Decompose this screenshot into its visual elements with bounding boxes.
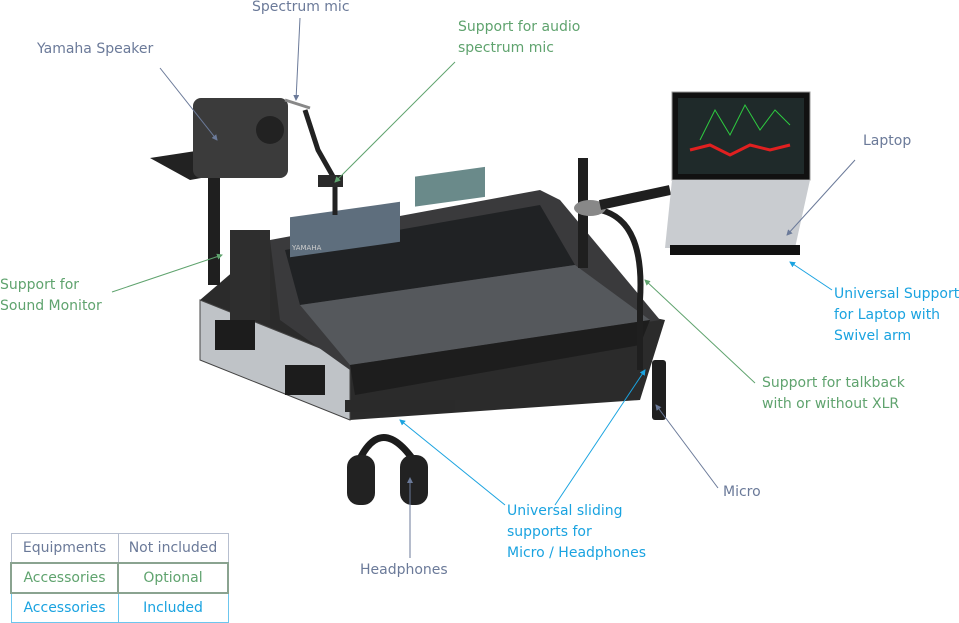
legend-status: Not included <box>117 533 229 564</box>
label-line: for Laptop with <box>834 307 941 323</box>
label-line: spectrum mic <box>458 40 554 56</box>
spectrum-mic-arm <box>284 98 343 215</box>
label-micro: Micro <box>723 484 761 500</box>
label-line: Support for audio <box>458 19 581 35</box>
console-brand: YAMAHA <box>291 244 322 252</box>
leader-line <box>789 261 833 291</box>
label-line: Swivel arm <box>834 328 912 344</box>
label-laptop: Laptop <box>863 133 912 149</box>
talkback-mic-arm <box>574 158 672 370</box>
legend-row: Accessories Included <box>10 592 229 623</box>
leader-line <box>655 404 719 489</box>
headphones <box>345 400 455 505</box>
label-line: with or without XLR <box>762 396 900 412</box>
leader-line <box>786 159 856 236</box>
label-line: Micro / Headphones <box>507 545 647 561</box>
label-support-talkback: Support for talkback with or without XLR <box>762 373 905 415</box>
leader-line <box>111 253 223 293</box>
laptop-with-stand <box>665 91 811 255</box>
leader-line <box>293 17 301 101</box>
label-line: Sound Monitor <box>0 298 102 314</box>
label-universal-sliding: Universal sliding supports for Micro / H… <box>507 501 646 564</box>
leader-line <box>644 279 756 384</box>
legend-row: Equipments Not included <box>10 533 229 564</box>
leader-line <box>334 61 456 183</box>
leader-line <box>399 419 506 506</box>
legend-type: Accessories <box>10 562 119 594</box>
legend-type: Equipments <box>10 533 119 564</box>
leader-line <box>159 67 218 141</box>
label-line: Support for talkback <box>762 375 905 391</box>
label-line: Support for <box>0 277 80 293</box>
micro-holder <box>652 360 666 420</box>
mixing-console: YAMAHA <box>230 166 660 395</box>
legend-type: Accessories <box>10 592 119 623</box>
label-universal-support-laptop: Universal Support for Laptop with Swivel… <box>834 284 959 347</box>
label-spectrum-mic: Spectrum mic <box>252 0 350 15</box>
label-yamaha-speaker: Yamaha Speaker <box>37 41 154 57</box>
speaker-with-stand <box>150 98 288 285</box>
legend-row: Accessories Optional <box>10 562 229 594</box>
label-headphones: Headphones <box>360 562 448 578</box>
legend-table: Equipments Not included Accessories Opti… <box>10 533 229 623</box>
leader-line <box>554 369 646 506</box>
label-line: supports for <box>507 524 592 540</box>
label-support-sound-monitor: Support for Sound Monitor <box>0 275 102 317</box>
legend-status: Optional <box>117 562 229 594</box>
label-line: Universal Support <box>834 286 959 302</box>
label-line: Universal sliding <box>507 503 623 519</box>
legend-status: Included <box>117 592 229 623</box>
label-support-audio-mic: Support for audio spectrum mic <box>458 17 580 59</box>
